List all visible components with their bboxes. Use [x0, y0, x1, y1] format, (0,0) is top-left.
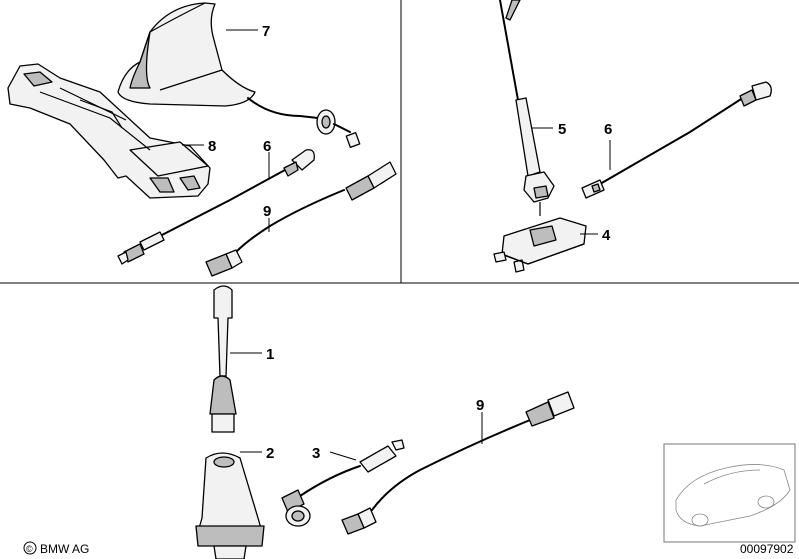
part-3-connector-cable[interactable]: [281, 439, 405, 527]
part-8-antenna-bracket[interactable]: [7, 63, 211, 199]
callout-1: 1: [266, 346, 274, 363]
part-7-shark-fin-antenna[interactable]: [117, 2, 361, 148]
footer: © BMW AG 00097902: [23, 541, 794, 556]
part-4-antenna-base[interactable]: [493, 217, 587, 273]
leader-3: [329, 451, 357, 461]
callout-6-left: 6: [263, 138, 271, 155]
diagram-number: 00097902: [740, 542, 794, 556]
brand-label: BMW AG: [40, 542, 89, 556]
copyright-icon: [23, 541, 37, 555]
part-9-adapter-cable-bottom[interactable]: [341, 391, 575, 535]
part-6-antenna-cable-right[interactable]: [581, 81, 772, 199]
part-9-adapter-cable-top[interactable]: [205, 161, 397, 277]
callout-9-bottom: 9: [476, 397, 484, 414]
callout-7: 7: [262, 23, 270, 40]
vehicle-thumbnail: [663, 443, 796, 543]
part-5-rod-antenna[interactable]: [499, 0, 555, 216]
callout-8: 8: [208, 138, 216, 155]
copyright-symbol: ©: [26, 544, 33, 554]
callout-2: 2: [266, 445, 274, 462]
part-6-antenna-cable-left[interactable]: [117, 149, 315, 265]
callout-3: 3: [312, 445, 320, 462]
callout-4: 4: [602, 227, 611, 244]
callout-5: 5: [558, 121, 566, 138]
part-2-antenna-base-housing[interactable]: [195, 452, 265, 559]
callout-9-top: 9: [263, 203, 271, 220]
callout-6-right: 6: [604, 121, 612, 138]
part-1-antenna-mast[interactable]: [209, 285, 237, 433]
